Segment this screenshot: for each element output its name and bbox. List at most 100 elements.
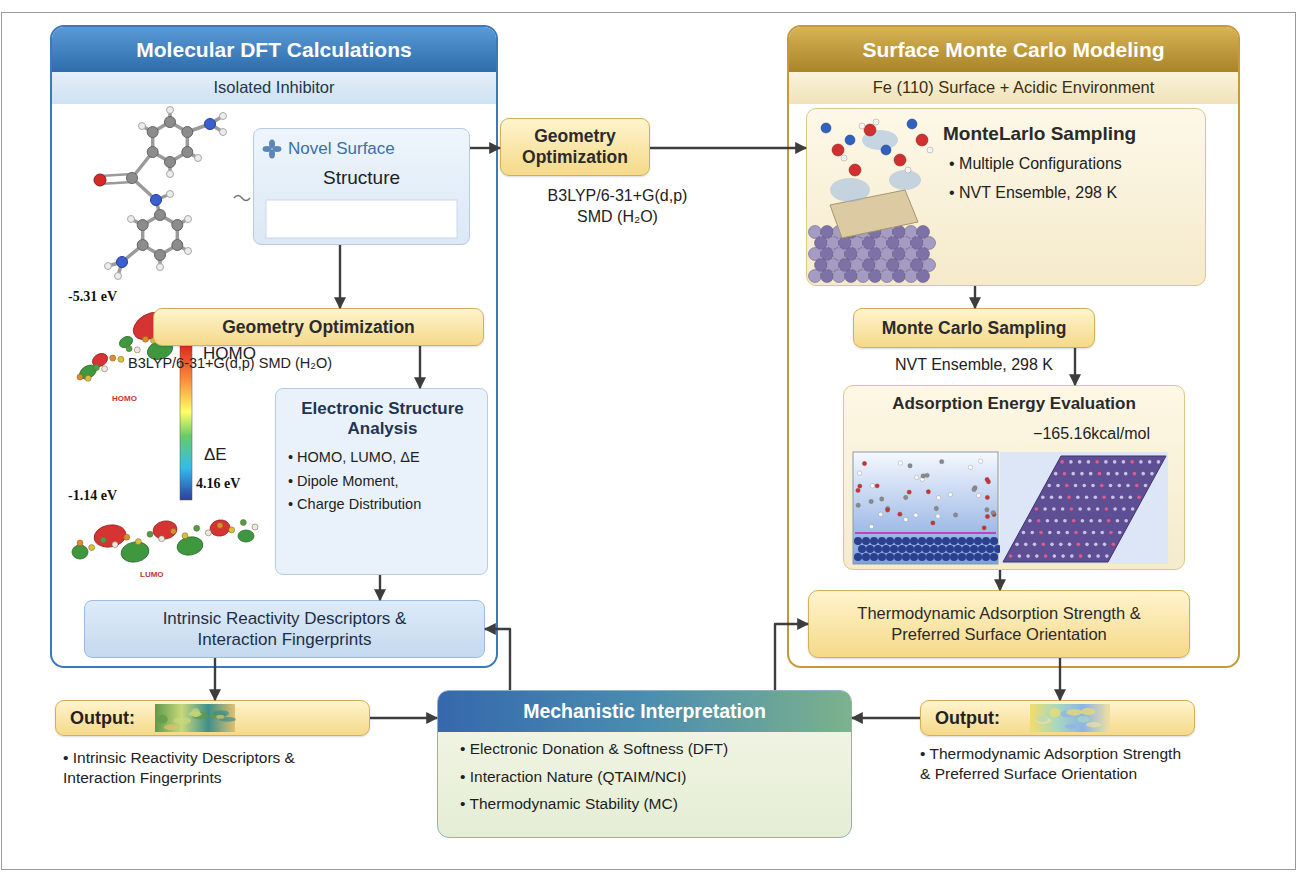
analysis-box-text: Electronic Structure Analysis — [288, 399, 477, 440]
adsorption-side-view — [974, 537, 982, 545]
adsorption-top-view — [1100, 484, 1104, 488]
iron-slab — [869, 270, 882, 283]
adsorption-side-view — [938, 545, 946, 553]
iron-slab — [821, 248, 834, 261]
adsorption-top-view — [1035, 507, 1039, 511]
solvent-molecules — [845, 135, 855, 145]
homo-orbital — [110, 355, 116, 361]
homo-orbital — [93, 365, 99, 371]
iron-slab — [869, 248, 882, 261]
adsorption-side-view — [926, 537, 934, 545]
adsorption-side-view — [853, 452, 998, 564]
molecule-model — [151, 132, 155, 152]
iron-slab — [815, 237, 828, 250]
sampling-box: MonteLarlo Sampling• Multiple Configurat… — [806, 108, 1206, 286]
adsorption-top-view — [1041, 495, 1045, 499]
molecule-model — [205, 119, 216, 130]
adsorption-top-view — [1059, 543, 1063, 547]
adsorption-side-view — [921, 474, 925, 478]
lumo-orbital — [252, 524, 258, 530]
adsorption-side-view — [982, 553, 990, 561]
connector-arrow — [470, 147, 500, 149]
iron-slab — [881, 226, 894, 239]
molecule-model — [210, 116, 223, 124]
lumo-orbital — [72, 518, 258, 564]
adsorption-side-view — [908, 464, 912, 468]
iron-slab — [839, 237, 852, 250]
lumo-orbital — [124, 534, 130, 540]
lumo-orbital — [209, 518, 231, 537]
iron-slab — [845, 226, 858, 239]
adsorption-top-view — [1061, 507, 1065, 511]
adsorption-side-view — [936, 514, 940, 518]
adsorption-side-view — [918, 537, 926, 545]
solvent-molecules — [927, 147, 933, 153]
output-thumbnail — [1030, 704, 1110, 732]
adsorption-top-view — [1047, 484, 1051, 488]
molecule-model — [155, 210, 166, 221]
adsorption-top-view — [1059, 495, 1063, 499]
adsorption-top-view — [1000, 452, 1168, 564]
iron-slab — [899, 237, 912, 250]
interpretation-box-text: • Interaction Nature (QTAIM/NCI) — [438, 767, 851, 787]
adsorption-side-view — [898, 461, 902, 465]
output-thumbnail — [173, 717, 191, 724]
process-box: Geometry Optimization — [153, 308, 484, 346]
adsorption-side-view — [962, 545, 970, 553]
adsorption-top-view — [1083, 531, 1087, 535]
adsorption-top-view — [1087, 460, 1091, 464]
adsorption-top-view — [1085, 495, 1089, 499]
molecule-model — [147, 127, 158, 138]
connector-arrow — [419, 346, 421, 388]
adsorption-side-view — [886, 537, 894, 545]
ensemble-caption: NVT Ensemble, 298 K — [895, 356, 1053, 374]
adsorption-side-view — [910, 537, 918, 545]
adsorption-side-view — [862, 553, 870, 561]
adsorption-top-view — [1111, 543, 1115, 547]
adsorption-top-view — [1126, 484, 1130, 488]
adsorption-side-view — [934, 553, 942, 561]
iron-slab — [821, 226, 834, 239]
adsorption-top-view — [1141, 472, 1145, 476]
label-holder: ΔE — [204, 445, 227, 465]
adsorption-side-view — [985, 477, 989, 481]
adsorption-side-view — [866, 545, 874, 553]
molecule-model — [167, 107, 174, 114]
gap-symbol: ΔE — [204, 445, 227, 465]
molecule-model — [160, 245, 177, 255]
iron-slab — [815, 259, 828, 272]
homo-orbital — [134, 347, 140, 353]
lumo-orbital — [77, 540, 83, 546]
lumo-orbital — [240, 519, 246, 525]
analysis-box-text: • Charge Distribution — [288, 495, 477, 514]
iron-slab — [863, 237, 876, 250]
adsorption-side-view — [904, 495, 908, 499]
adsorption-top-view — [1105, 507, 1109, 511]
adsorption-top-view — [1015, 543, 1019, 547]
adsorption-side-view — [878, 537, 886, 545]
adsorption-top-view — [1046, 519, 1050, 523]
molecule-model — [195, 155, 202, 162]
molecule-model — [139, 123, 146, 130]
adsorption-top-view — [1035, 554, 1039, 558]
iron-slab — [833, 270, 846, 283]
molecule-model — [118, 262, 122, 276]
molecule-model — [177, 245, 188, 251]
output-thumbnail — [1081, 708, 1096, 715]
adsorption-top-view — [1076, 543, 1080, 547]
adsorption-top-view — [1085, 543, 1089, 547]
adsorption-side-view — [991, 510, 995, 514]
lumo-orbital — [92, 522, 127, 549]
adsorption-side-view — [914, 545, 922, 553]
adsorption-top-view — [1080, 472, 1084, 476]
solvent-molecules — [894, 154, 906, 166]
adsorption-top-view — [1107, 519, 1111, 523]
monte-carlo-panel-text: Fe (110) Surface + Acidic Environment — [789, 72, 1238, 104]
adsorption-side-view — [880, 497, 884, 501]
solvent-molecules — [830, 178, 870, 202]
adsorption-side-view — [869, 499, 873, 503]
adsorption-side-view — [854, 553, 862, 561]
adsorption-side-view — [914, 475, 918, 479]
adsorption-top-view — [1030, 531, 1034, 535]
iron-slab — [845, 270, 858, 283]
